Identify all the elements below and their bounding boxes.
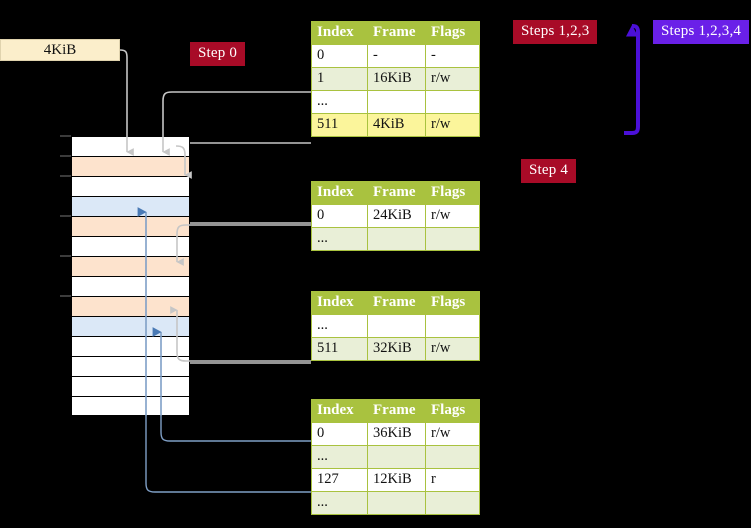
table-cell: - [425,44,480,68]
arrow-purple-steps-bracket [624,24,640,135]
steps-1234-label: Steps 1,2,3,4 [661,23,742,39]
column-header-flags: Flags [425,181,480,205]
steps-1234-badge: Steps 1,2,3,4 [653,20,750,44]
column-header-flags: Flags [425,21,480,45]
connector-pdp-descend [176,224,311,266]
physical-memory-column [71,136,190,416]
table-cell: 0 [311,44,368,68]
table-cell: 0 [311,422,368,446]
table-cell: 24KiB [367,204,426,228]
memory-frame-row [71,276,190,296]
connector-pd-ascend [170,306,311,362]
steps-123-badge: Steps 1,2,3 [513,20,598,44]
column-header-index: Index [311,21,368,45]
table-cell: - [367,44,426,68]
table-cell: ... [311,445,368,469]
table-cell [425,227,480,251]
column-header-frame: Frame [367,21,426,45]
memory-frame-row [71,396,190,416]
step-0-badge: Step 0 [190,42,246,66]
table-cell: 32KiB [367,337,426,361]
table-row: ... [311,491,480,515]
table-cell: 16KiB [367,67,426,91]
memory-frame-row [71,256,190,276]
table-cell: 127 [311,468,368,492]
step-4-badge: Step 4 [521,159,577,183]
table-cell [425,90,480,114]
table-cell [367,314,426,338]
table-cell [367,90,426,114]
table-cell: r/w [425,337,480,361]
table-cell: 12KiB [367,468,426,492]
table-cell: ... [311,491,368,515]
table-cell [367,227,426,251]
table-cell: 1 [311,67,368,91]
table-row: ... [311,90,480,114]
connector-memory-to-pt-row0 [160,416,311,442]
table-cell: r [425,468,480,492]
step-4-label: Step 4 [529,162,569,178]
table-cell: 0 [311,204,368,228]
memory-frame-row [71,176,190,196]
table-cell: 511 [311,113,368,137]
table-cell [425,445,480,469]
column-header-index: Index [311,291,368,315]
table-cell: r/w [425,67,480,91]
column-header-frame: Frame [367,399,426,423]
table-cell: ... [311,227,368,251]
table-cell: r/w [425,113,480,137]
column-header-frame: Frame [367,181,426,205]
table-cell [367,445,426,469]
table-cell: 36KiB [367,422,426,446]
table-row: ... [311,314,480,338]
connector-memory-to-pt-row127 [145,416,311,493]
table-cell [425,314,480,338]
column-header-flags: Flags [425,291,480,315]
memory-frame-row [71,316,190,336]
frame-size-label: 4KiB [0,39,120,61]
table-row: ... [311,227,480,251]
memory-frame-row [71,236,190,256]
column-header-frame: Frame [367,291,426,315]
memory-tick-marks [60,135,71,297]
step-0-label: Step 0 [198,45,238,61]
column-header-index: Index [311,181,368,205]
memory-frame-row [71,336,190,356]
memory-frame-row [71,376,190,396]
memory-frame-row [71,156,190,176]
column-header-index: Index [311,399,368,423]
memory-frame-row [71,196,190,216]
table-cell: ... [311,314,368,338]
memory-frame-row [71,136,190,156]
column-header-flags: Flags [425,399,480,423]
steps-123-label: Steps 1,2,3 [521,23,590,39]
frame-size-text: 4KiB [43,41,77,58]
table-cell: r/w [425,204,480,228]
memory-frame-row [71,356,190,376]
table-row: 0-- [311,44,480,68]
table-cell: r/w [425,422,480,446]
memory-frame-row [71,216,190,236]
table-row: ... [311,445,480,469]
table-cell [425,491,480,515]
table-cell [367,491,426,515]
table-cell: 511 [311,337,368,361]
table-cell: ... [311,90,368,114]
memory-frame-row [71,296,190,316]
table-cell: 4KiB [367,113,426,137]
